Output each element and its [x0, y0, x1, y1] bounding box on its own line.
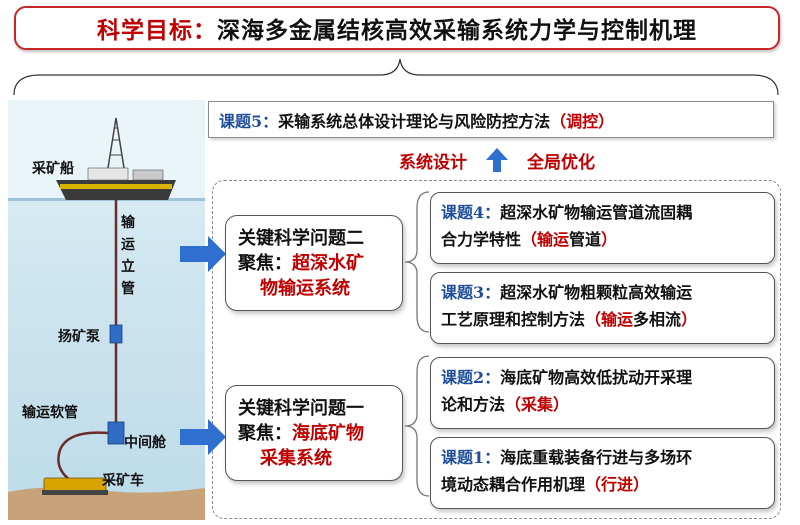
task-tag: （行进） — [585, 475, 650, 494]
task-tag-black: 管道 — [569, 230, 602, 249]
task-tag: （ — [521, 230, 538, 249]
task-code: 课题1： — [441, 448, 501, 467]
task5-box: 课题5：采输系统总体设计理论与风险防控方法（调控） — [208, 101, 774, 138]
task-text: 超深水矿物输运管道流固耦 — [500, 203, 693, 222]
task-tag: ） — [681, 310, 698, 329]
task5-tag: （调控） — [550, 111, 615, 131]
goal-text: 深海多金属结核高效采输系统力学与控制机理 — [217, 18, 697, 44]
task3-box: 课题3：超深水矿物粗颗粒高效输运 工艺原理和控制方法（输运多相流） — [430, 272, 775, 344]
task-code: 课题4： — [441, 203, 501, 222]
task-code: 课题3： — [441, 283, 501, 302]
buffer-label: 中间舱 — [124, 435, 166, 451]
arrow-right-icon — [180, 236, 226, 272]
design-optimize-row: 系统设计 全局优化 — [322, 145, 672, 175]
task1-box: 课题1：海底重载装备行进与多场环 境动态耦合作用机理（行进） — [430, 437, 775, 509]
task-tag: 输运 — [601, 310, 634, 329]
hose-label: 输运软管 — [22, 405, 78, 421]
system-design-label: 系统设计 — [399, 152, 467, 173]
science-goal-banner: 科学目标：深海多金属结核高效采输系统力学与控制机理 — [14, 6, 780, 50]
task-tag: （ — [585, 310, 602, 329]
ship-label: 采矿船 — [32, 161, 74, 177]
riser-char: 管 — [121, 281, 135, 297]
riser-char: 运 — [121, 237, 135, 253]
task-text: 海底矿物高效低扰动开采理 — [500, 368, 693, 387]
illustration-drawing — [8, 100, 205, 520]
task-tag: ） — [601, 230, 618, 249]
task4-box: 课题4：超深水矿物输运管道流固耦 合力学特性（输运管道） — [430, 192, 775, 264]
task5-code: 课题5： — [219, 111, 279, 131]
task-tag: 输运 — [537, 230, 570, 249]
arrow-right-icon — [180, 419, 226, 455]
top-brace — [13, 58, 779, 96]
riser-char: 输 — [121, 215, 135, 231]
key-issue-1: 关键科学问题一 聚焦：海底矿物 采集系统 — [225, 385, 403, 481]
pump-label: 扬矿泵 — [58, 329, 100, 345]
task-text: 合力学特性 — [441, 230, 522, 249]
mining-system-illustration: 采矿船 输 运 立 管 扬矿泵 输运软管 中间舱 采矿车 — [8, 100, 205, 520]
task-text: 超深水矿物粗颗粒高效输运 — [500, 283, 693, 302]
task-tag: （采集） — [505, 395, 570, 414]
task-text: 论和方法 — [441, 395, 506, 414]
vehicle-label: 采矿车 — [102, 473, 144, 489]
task-text: 境动态耦合作用机理 — [441, 475, 586, 494]
task-tag-black: 多相流 — [633, 310, 682, 329]
issue-focus-red-cont: 物输运系统 — [260, 278, 350, 299]
issue-focus-red-cont: 采集系统 — [260, 448, 332, 469]
key-issue-2: 关键科学问题二 聚焦：超深水矿 物输运系统 — [225, 215, 403, 311]
up-arrow-icon — [486, 148, 508, 172]
task2-box: 课题2：海底矿物高效低扰动开采理 论和方法（采集） — [430, 357, 775, 429]
issue-focus: 聚焦： — [238, 423, 292, 444]
task-code: 课题2： — [441, 368, 501, 387]
issue-focus-red: 海底矿物 — [292, 423, 364, 444]
issue1-bracket — [404, 355, 430, 497]
issue-title: 关键科学问题二 — [238, 228, 364, 249]
issue-focus: 聚焦： — [238, 253, 292, 274]
issue-focus-red: 超深水矿 — [292, 253, 364, 274]
issue2-bracket — [404, 191, 430, 333]
task5-text: 采输系统总体设计理论与风险防控方法 — [278, 111, 551, 131]
goal-prefix: 科学目标： — [97, 18, 217, 44]
global-optimize-label: 全局优化 — [527, 152, 595, 173]
issue-title: 关键科学问题一 — [238, 398, 364, 419]
riser-char: 立 — [121, 259, 135, 275]
task-text: 工艺原理和控制方法 — [441, 310, 586, 329]
riser-label: 输 运 立 管 — [120, 212, 136, 300]
task-text: 海底重载装备行进与多场环 — [500, 448, 693, 467]
research-structure-container — [212, 180, 781, 519]
